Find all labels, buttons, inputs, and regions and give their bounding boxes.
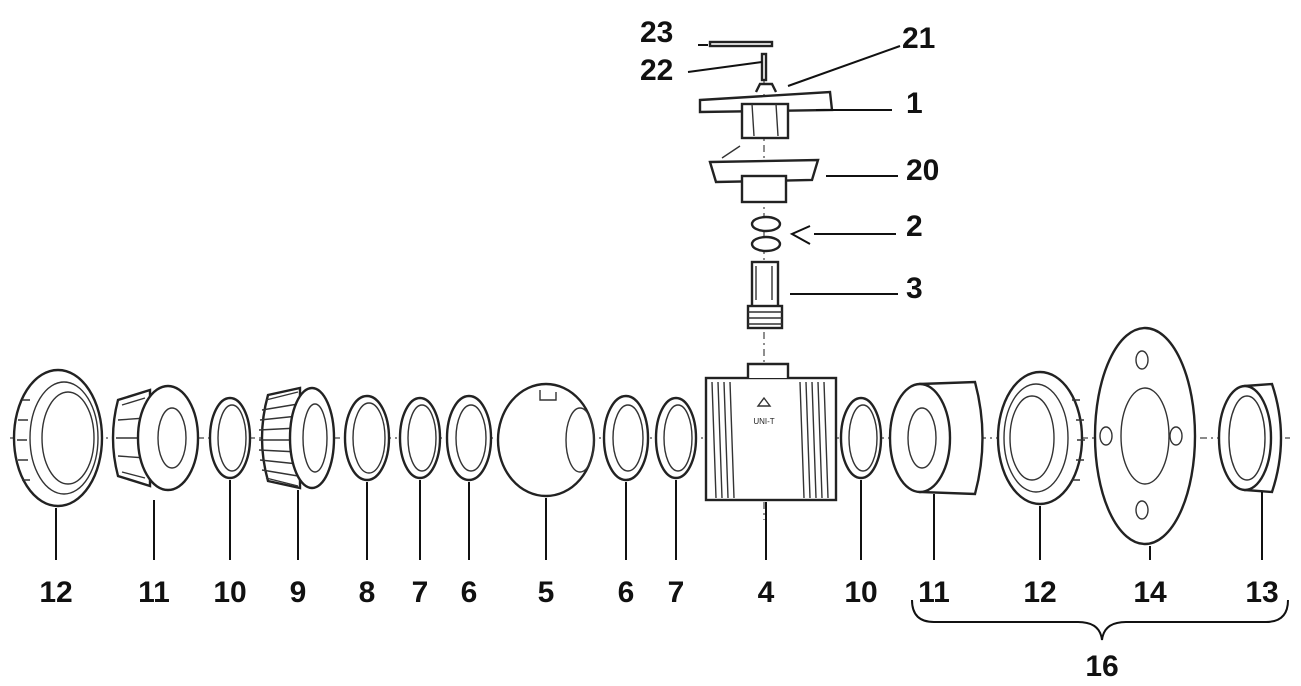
part-10-o-ring-right [839,396,883,480]
label-6-right: 6 [618,576,635,609]
label-23: 23 [640,16,673,49]
part-7-o-ring-right [654,396,698,480]
label-10-right: 10 [844,576,877,609]
leader-lines [55,44,1289,641]
part-5-ball [496,382,596,498]
part-6-seat-left [445,394,493,482]
part-12-union-nut-right [996,370,1085,506]
part-23-cap [708,40,774,48]
label-10-left: 10 [213,576,246,609]
label-8: 8 [359,576,376,609]
part-9-threaded-carrier [258,386,336,490]
part-7-o-ring-left [398,396,442,480]
label-11-left: 11 [138,576,170,609]
label-22: 22 [640,54,673,87]
label-13: 13 [1245,576,1278,609]
valve-body-marking: UNI-T [753,417,774,426]
part-13-socket-end [1217,382,1283,494]
part-1-handle [698,82,834,140]
part-6-seat-right [602,394,650,482]
part-3-stem [746,260,784,330]
label-12-right: 12 [1023,576,1056,609]
label-6-left: 6 [461,576,478,609]
label-4: 4 [758,576,775,609]
label-1: 1 [906,87,923,120]
part-14-flange [1093,326,1197,546]
label-12-left: 12 [39,576,72,609]
label-20: 20 [906,154,939,187]
part-20-handle-adapter [708,145,820,204]
label-14: 14 [1133,576,1167,609]
label-5: 5 [538,576,555,609]
part-11-union-end-left [111,384,200,492]
label-7-left: 7 [412,576,429,609]
part-11-union-end-right [888,380,984,496]
part-4-valve-body: UNI-T [704,362,838,502]
label-9: 9 [290,576,307,609]
label-11-right: 11 [918,576,950,609]
part-12-union-nut-left [12,368,104,508]
label-2: 2 [906,210,923,243]
label-16: 16 [1085,650,1118,683]
label-21: 21 [902,22,935,55]
part-2-stem-o-rings [750,215,782,253]
part-10-o-ring-left [208,396,252,480]
label-7-right: 7 [668,576,685,609]
label-3: 3 [906,272,923,305]
part-22-pin [760,52,768,82]
part-8-seal-ring [343,394,391,482]
